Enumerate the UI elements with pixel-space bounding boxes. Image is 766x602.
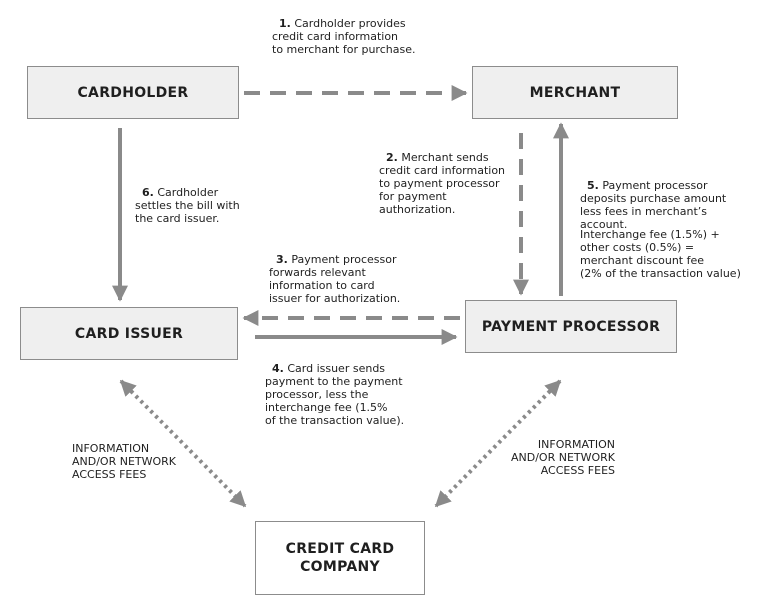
step-6-note: 6. Cardholder settles the bill with the … <box>135 173 240 225</box>
step-4-text: Card issuer sends payment to the payment… <box>265 362 405 427</box>
step-5-fee-note: Interchange fee (1.5%) + other costs (0.… <box>580 228 741 280</box>
step-4-number: 4. <box>272 362 284 375</box>
step-5-number: 5. <box>587 179 599 192</box>
step-5-text: Payment processor deposits purchase amou… <box>580 179 727 231</box>
payment-processor-box: PAYMENT PROCESSOR <box>465 300 677 353</box>
step-6-text: Cardholder settles the bill with the car… <box>135 186 240 225</box>
step-3-note: 3. Payment processor forwards relevant i… <box>269 240 400 305</box>
step-3-number: 3. <box>276 253 288 266</box>
cardholder-box: CARDHOLDER <box>27 66 239 119</box>
card-issuer-box: CARD ISSUER <box>20 307 238 360</box>
step-6-number: 6. <box>142 186 154 199</box>
step-1-text: Cardholder provides credit card informat… <box>272 17 416 56</box>
arrow-card-issuer-credit-card-company <box>119 379 247 508</box>
step-3-text: Payment processor forwards relevant info… <box>269 253 401 305</box>
step-4-note: 4. Card issuer sends payment to the paym… <box>265 349 404 427</box>
fees-right-note: INFORMATION AND/OR NETWORK ACCESS FEES <box>511 438 616 477</box>
credit-card-company-box: CREDIT CARD COMPANY <box>255 521 425 595</box>
step-5-note: 5. Payment processor deposits purchase a… <box>580 166 726 231</box>
arrow-processor-credit-card-company <box>434 379 562 508</box>
step-2-text: Merchant sends credit card information t… <box>379 151 506 216</box>
merchant-box: MERCHANT <box>472 66 678 119</box>
fees-left-note: INFORMATION AND/OR NETWORK ACCESS FEES <box>72 442 177 481</box>
step-1-number: 1. <box>279 17 291 30</box>
step-2-number: 2. <box>386 151 398 164</box>
step-2-note: 2. Merchant sends credit card informatio… <box>379 138 505 216</box>
step-1-note: 1. Cardholder provides credit card infor… <box>272 4 415 56</box>
